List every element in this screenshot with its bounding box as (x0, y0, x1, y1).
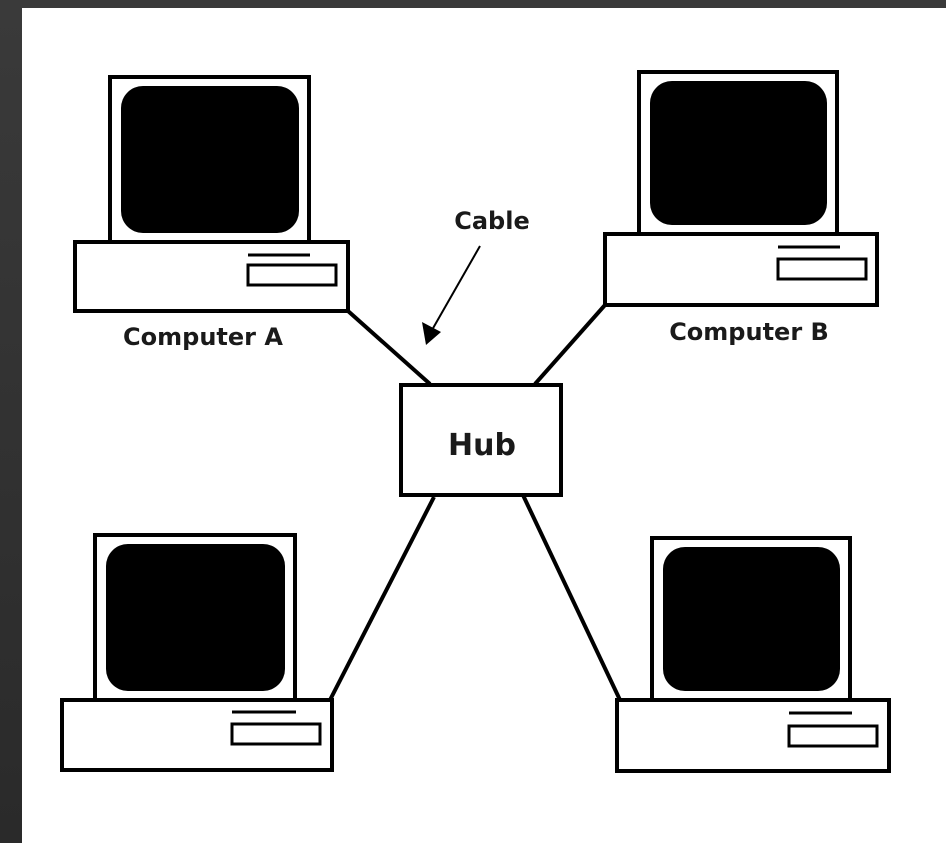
hub-label: Hub (448, 428, 516, 463)
screen (663, 547, 840, 691)
computer-a (73, 75, 350, 313)
drive-bay (246, 263, 338, 287)
screen (106, 544, 285, 691)
computer-c (60, 533, 334, 772)
cable-label: Cable (454, 207, 530, 235)
annotation-arrowhead (422, 322, 441, 345)
cable-computer-c-hub (328, 496, 436, 701)
hub: Hub (399, 383, 563, 497)
annotation-arrow-line (431, 245, 481, 331)
drive-bay (787, 724, 879, 748)
computer-b (603, 70, 879, 307)
cable-computer-b-hub (533, 303, 607, 386)
drive-bay (776, 257, 868, 281)
cable-computer-a-hub (346, 309, 432, 386)
computer-b-label: Computer B (669, 318, 829, 346)
computer-a-label: Computer A (123, 323, 283, 351)
drive-bay (230, 722, 322, 746)
screen (650, 81, 827, 225)
computer-d (615, 536, 891, 773)
diagram-canvas: Hub Computer A Computer B Cable (22, 8, 946, 843)
hub-box (399, 383, 563, 497)
screen (121, 86, 299, 233)
cable-computer-d-hub (520, 492, 622, 701)
cable-annotation: Cable (422, 207, 530, 345)
